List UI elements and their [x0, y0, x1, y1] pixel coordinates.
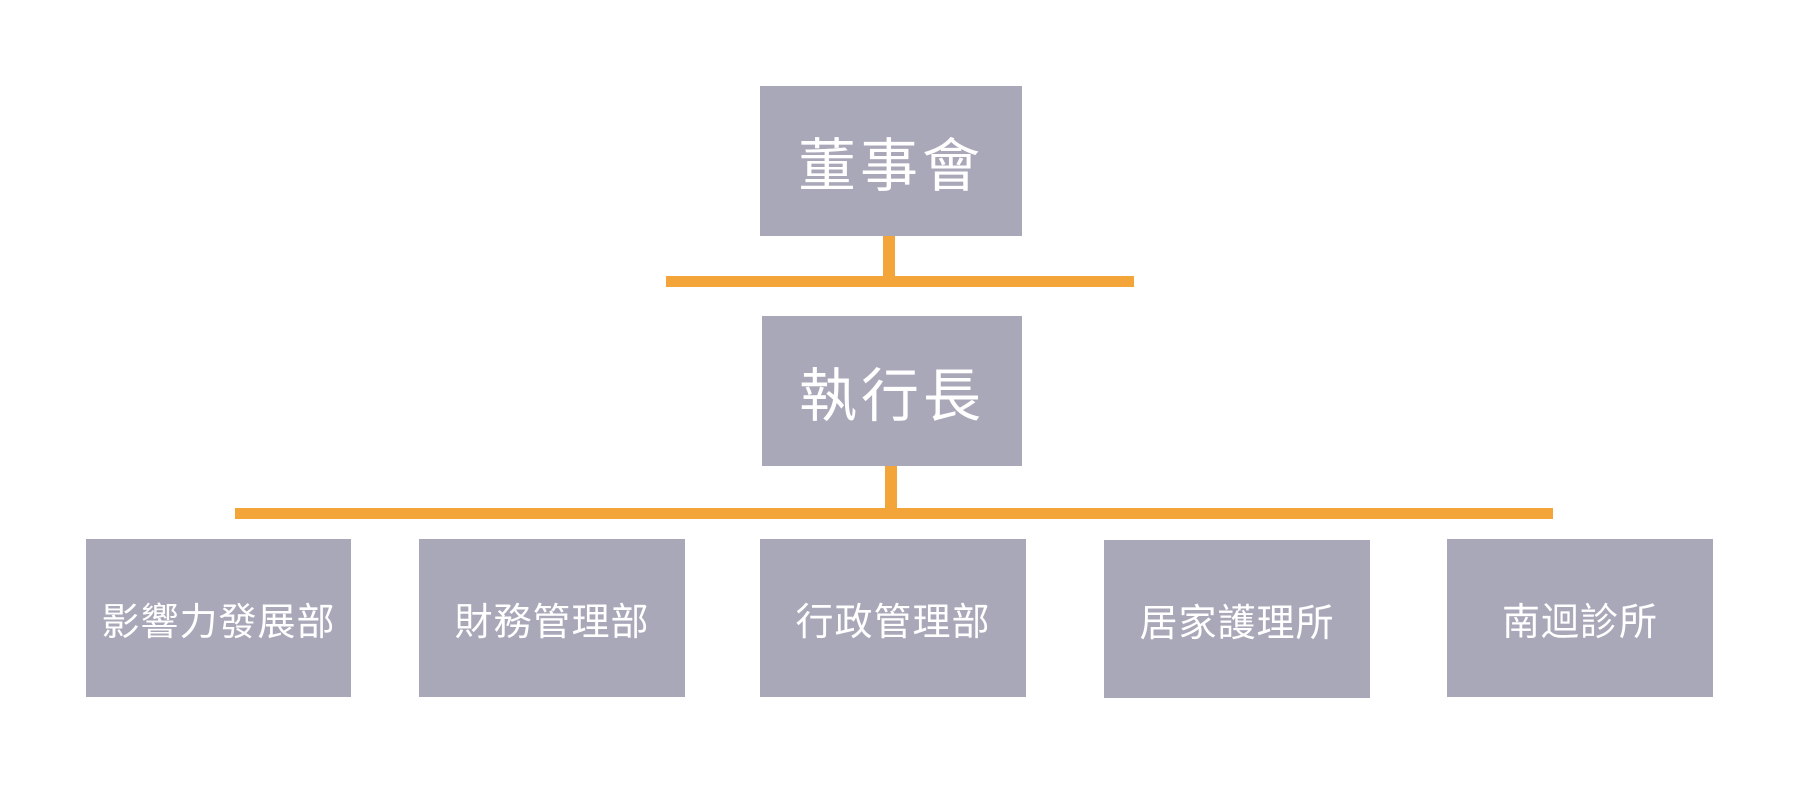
- department-label: 南迴診所: [1501, 599, 1658, 644]
- node-ceo: 執行長: [762, 316, 1022, 466]
- connector-departments-horizontal: [235, 508, 1553, 519]
- department-label: 影響力發展部: [101, 599, 336, 644]
- department-label: 居家護理所: [1139, 600, 1335, 645]
- department-label: 行政管理部: [795, 599, 991, 644]
- node-department-nanhui-clinic: 南迴診所: [1447, 539, 1713, 697]
- node-department-administration: 行政管理部: [760, 539, 1026, 697]
- department-label: 財務管理部: [454, 599, 650, 644]
- connector-board-horizontal: [666, 276, 1134, 287]
- connector-ceo-vertical: [885, 466, 897, 514]
- node-ceo-label: 執行長: [798, 362, 985, 430]
- connector-board-vertical: [883, 236, 895, 282]
- node-board-label: 董事會: [797, 132, 984, 200]
- node-department-home-nursing: 居家護理所: [1104, 540, 1370, 698]
- node-board: 董事會: [760, 86, 1022, 236]
- node-department-finance: 財務管理部: [419, 539, 685, 697]
- node-department-impact-development: 影響力發展部: [86, 539, 351, 697]
